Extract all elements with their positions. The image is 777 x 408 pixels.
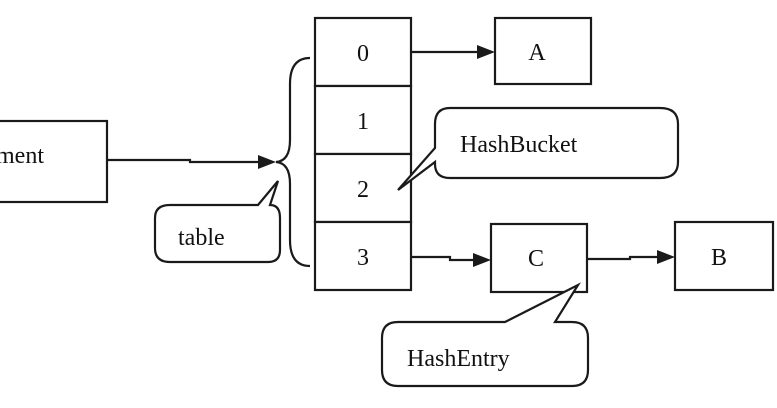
table-cell-2 (313, 152, 413, 224)
node-c: C (489, 222, 589, 294)
table-cell-label: 1 (357, 109, 369, 135)
hash-bucket-callout: HashBucket (397, 106, 680, 191)
hash-entry-callout: HashEntry (380, 282, 590, 388)
node-a: A (493, 16, 593, 86)
node-b: B (673, 220, 775, 292)
node-b-label: B (711, 245, 727, 271)
table-cell-label: 0 (357, 41, 369, 67)
table-array: 0 1 2 3 (313, 16, 413, 292)
table-callout-label: table (178, 225, 225, 251)
table-cell-label: 2 (357, 177, 369, 203)
c-to-b-arrow (587, 250, 675, 264)
hash-bucket-callout-label: HashBucket (460, 132, 578, 158)
node-a-label: A (528, 40, 546, 66)
segment-box: ment (0, 119, 109, 204)
segment-label: ment (0, 143, 44, 169)
cell0-to-a-arrow (411, 45, 495, 59)
node-c-label: C (528, 246, 544, 272)
hash-entry-callout-label: HashEntry (407, 346, 510, 372)
table-cell-0 (313, 16, 413, 88)
cell3-to-c-arrow (411, 253, 491, 267)
table-cell-label: 3 (357, 245, 369, 271)
table-callout: table (153, 180, 282, 264)
table-brace (275, 56, 311, 268)
segment-to-table-arrow (107, 155, 276, 169)
